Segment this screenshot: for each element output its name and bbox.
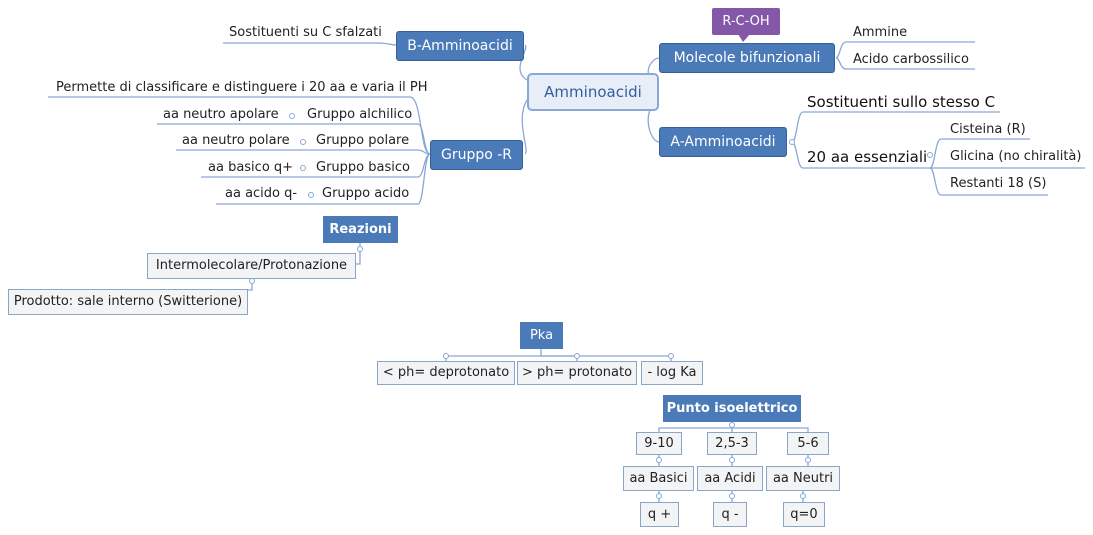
subtopic-intermolecolare[interactable]: Intermolecolare/Protonazione <box>147 253 356 279</box>
subtopic-sostituenti-stesso-c[interactable]: Sostituenti sullo stesso C <box>807 93 996 111</box>
callout-pointer-icon <box>738 34 750 42</box>
range-basici[interactable]: 9-10 <box>636 432 682 455</box>
subtopic-20-aa-essenziali[interactable]: 20 aa essenziali <box>807 148 928 166</box>
range-neutri[interactable]: 5-6 <box>787 432 829 455</box>
group-basico[interactable]: Gruppo basico <box>316 160 410 175</box>
desc-neutro-polare: aa neutro polare <box>182 133 290 148</box>
range-acidi[interactable]: 2,5-3 <box>707 432 757 455</box>
topic-punto-isoelettrico[interactable]: Punto isoelettrico <box>663 395 801 422</box>
formula-callout[interactable]: R-C-OH <box>712 8 780 35</box>
central-topic[interactable]: Amminoacidi <box>527 73 659 111</box>
subtopic-prodotto-switterione[interactable]: Prodotto: sale interno (Switterione) <box>8 289 248 315</box>
topic-b-amminoacidi[interactable]: B-Amminoacidi <box>396 31 524 61</box>
group-acido[interactable]: Gruppo acido <box>322 186 410 201</box>
type-aa-neutri[interactable]: aa Neutri <box>766 466 840 491</box>
topic-molecole-bifunzionali[interactable]: Molecole bifunzionali <box>659 43 835 73</box>
group-alchilico[interactable]: Gruppo alchilico <box>307 107 413 122</box>
subtopic-sostituenti-sfalzati[interactable]: Sostituenti su C sfalzati <box>229 25 382 40</box>
desc-neutro-apolare: aa neutro apolare <box>163 107 279 122</box>
topic-pka[interactable]: Pka <box>520 322 563 349</box>
topic-a-amminoacidi[interactable]: A-Amminoacidi <box>659 127 787 157</box>
group-polare[interactable]: Gruppo polare <box>316 133 410 148</box>
charge-acidi[interactable]: q - <box>713 502 747 527</box>
item-cisteina[interactable]: Cisteina (R) <box>950 122 1026 137</box>
pka-deprotonato[interactable]: < ph= deprotonato <box>377 361 515 385</box>
item-glicina[interactable]: Glicina (no chiralità) <box>950 149 1082 164</box>
desc-basico: aa basico q+ <box>208 160 294 175</box>
charge-neutri[interactable]: q=0 <box>783 502 825 527</box>
subtopic-acido-carbossilico[interactable]: Acido carbossilico <box>853 52 969 67</box>
topic-gruppo-r[interactable]: Gruppo -R <box>430 140 523 170</box>
charge-basici[interactable]: q + <box>640 502 679 527</box>
pka-log-ka[interactable]: - log Ka <box>641 361 703 385</box>
item-restanti-18[interactable]: Restanti 18 (S) <box>950 176 1047 191</box>
pka-protonato[interactable]: > ph= protonato <box>517 361 637 385</box>
topic-reazioni[interactable]: Reazioni <box>323 216 398 243</box>
type-aa-acidi[interactable]: aa Acidi <box>697 466 763 491</box>
note-classificazione[interactable]: Permette di classificare e distinguere i… <box>56 80 428 95</box>
desc-acido: aa acido q- <box>225 186 298 201</box>
type-aa-basici[interactable]: aa Basici <box>623 466 694 491</box>
subtopic-ammine[interactable]: Ammine <box>853 25 908 40</box>
